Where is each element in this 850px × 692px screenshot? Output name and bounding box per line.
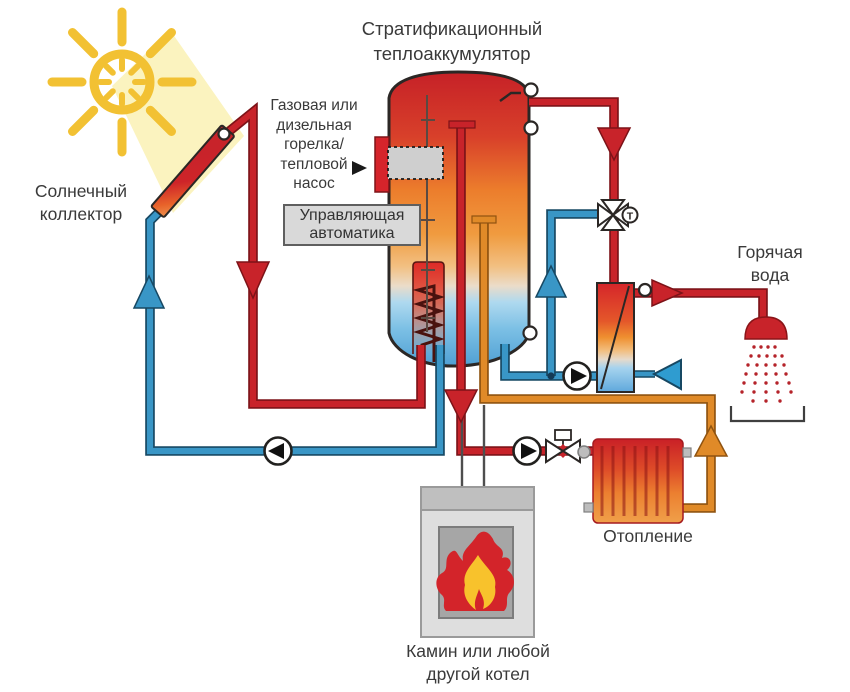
heating-valve-icon bbox=[545, 429, 581, 464]
control-unit-box: Управляющая автоматика bbox=[283, 204, 421, 246]
tank-lower-port bbox=[522, 325, 538, 341]
tank-upper-port bbox=[523, 120, 539, 136]
port-circles bbox=[499, 82, 653, 341]
arrow-up-collector bbox=[132, 274, 166, 309]
mixing-valve-icon: T bbox=[597, 199, 639, 231]
return-lance-cap bbox=[471, 215, 497, 224]
svg-text:T: T bbox=[627, 211, 634, 223]
boiler-label: Камин или любой другой котел bbox=[406, 641, 550, 684]
burner-port bbox=[374, 136, 390, 193]
plate-heat-exchanger bbox=[596, 282, 635, 393]
pipe-solar-return bbox=[146, 208, 444, 455]
pump-dhw bbox=[562, 361, 592, 391]
radiator-icon bbox=[577, 438, 692, 524]
tank-top-port bbox=[523, 82, 539, 98]
shower-icon bbox=[729, 316, 806, 423]
solar-coil-icon bbox=[412, 284, 445, 362]
arrow-right-icon bbox=[352, 161, 367, 175]
tank-title: Стратификационный теплоаккумулятор bbox=[361, 18, 543, 64]
solar-collector-label: Солнечный коллектор bbox=[34, 181, 128, 224]
temperature-sensor-icon bbox=[621, 206, 639, 224]
control-unit-label: Управляющая автоматика bbox=[299, 207, 405, 242]
burner-dashed-box bbox=[387, 146, 444, 180]
pipe-heating-return bbox=[480, 220, 715, 512]
heating-label: Отопление bbox=[603, 526, 693, 546]
arrow-up-riser bbox=[534, 264, 568, 298]
pump-heating bbox=[512, 436, 542, 466]
flow-arrows bbox=[132, 127, 729, 457]
arrow-down-dhw bbox=[596, 127, 632, 162]
basin-icon bbox=[729, 406, 806, 423]
pump-solar bbox=[263, 436, 293, 466]
arrow-up-return bbox=[693, 424, 729, 457]
burner-label: Газовая или дизельная горелка/ тепловой … bbox=[270, 97, 358, 192]
sensor-probe-icon bbox=[421, 95, 435, 332]
pipe-solar-supply bbox=[225, 105, 425, 408]
fireplace-icon bbox=[420, 486, 535, 638]
pipe-mix-riser bbox=[547, 210, 605, 376]
hx-port bbox=[637, 282, 653, 298]
pipe-junction-dot bbox=[547, 372, 555, 380]
boiler-connection-lines bbox=[460, 405, 486, 490]
supply-lance-cap bbox=[448, 120, 476, 129]
arrow-down-heating bbox=[443, 389, 479, 424]
cold-water-inlet-icon bbox=[651, 358, 682, 391]
hot-water-label: Горячая вода bbox=[737, 242, 803, 285]
solar-collector-icon bbox=[150, 124, 235, 218]
arrow-right-hotwater bbox=[651, 278, 684, 308]
arrow-down-solar bbox=[235, 261, 271, 300]
port-tick bbox=[499, 91, 521, 102]
sun-icon bbox=[47, 7, 197, 157]
